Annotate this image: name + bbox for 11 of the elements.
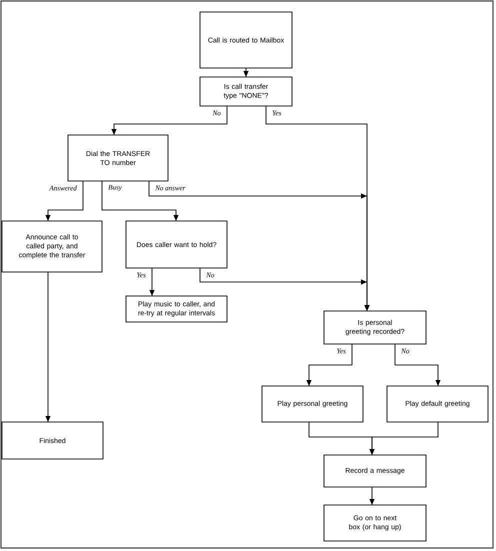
arrow: [369, 487, 375, 505]
arrow: [369, 422, 438, 455]
arrow: [45, 272, 51, 422]
arrow: [200, 268, 370, 311]
arrow: [45, 181, 84, 221]
arrow: [306, 344, 352, 386]
arrow: [102, 181, 179, 221]
arrow: [149, 268, 155, 296]
arrow: [111, 106, 228, 135]
arrow: [394, 344, 441, 386]
arrow: [243, 68, 249, 77]
